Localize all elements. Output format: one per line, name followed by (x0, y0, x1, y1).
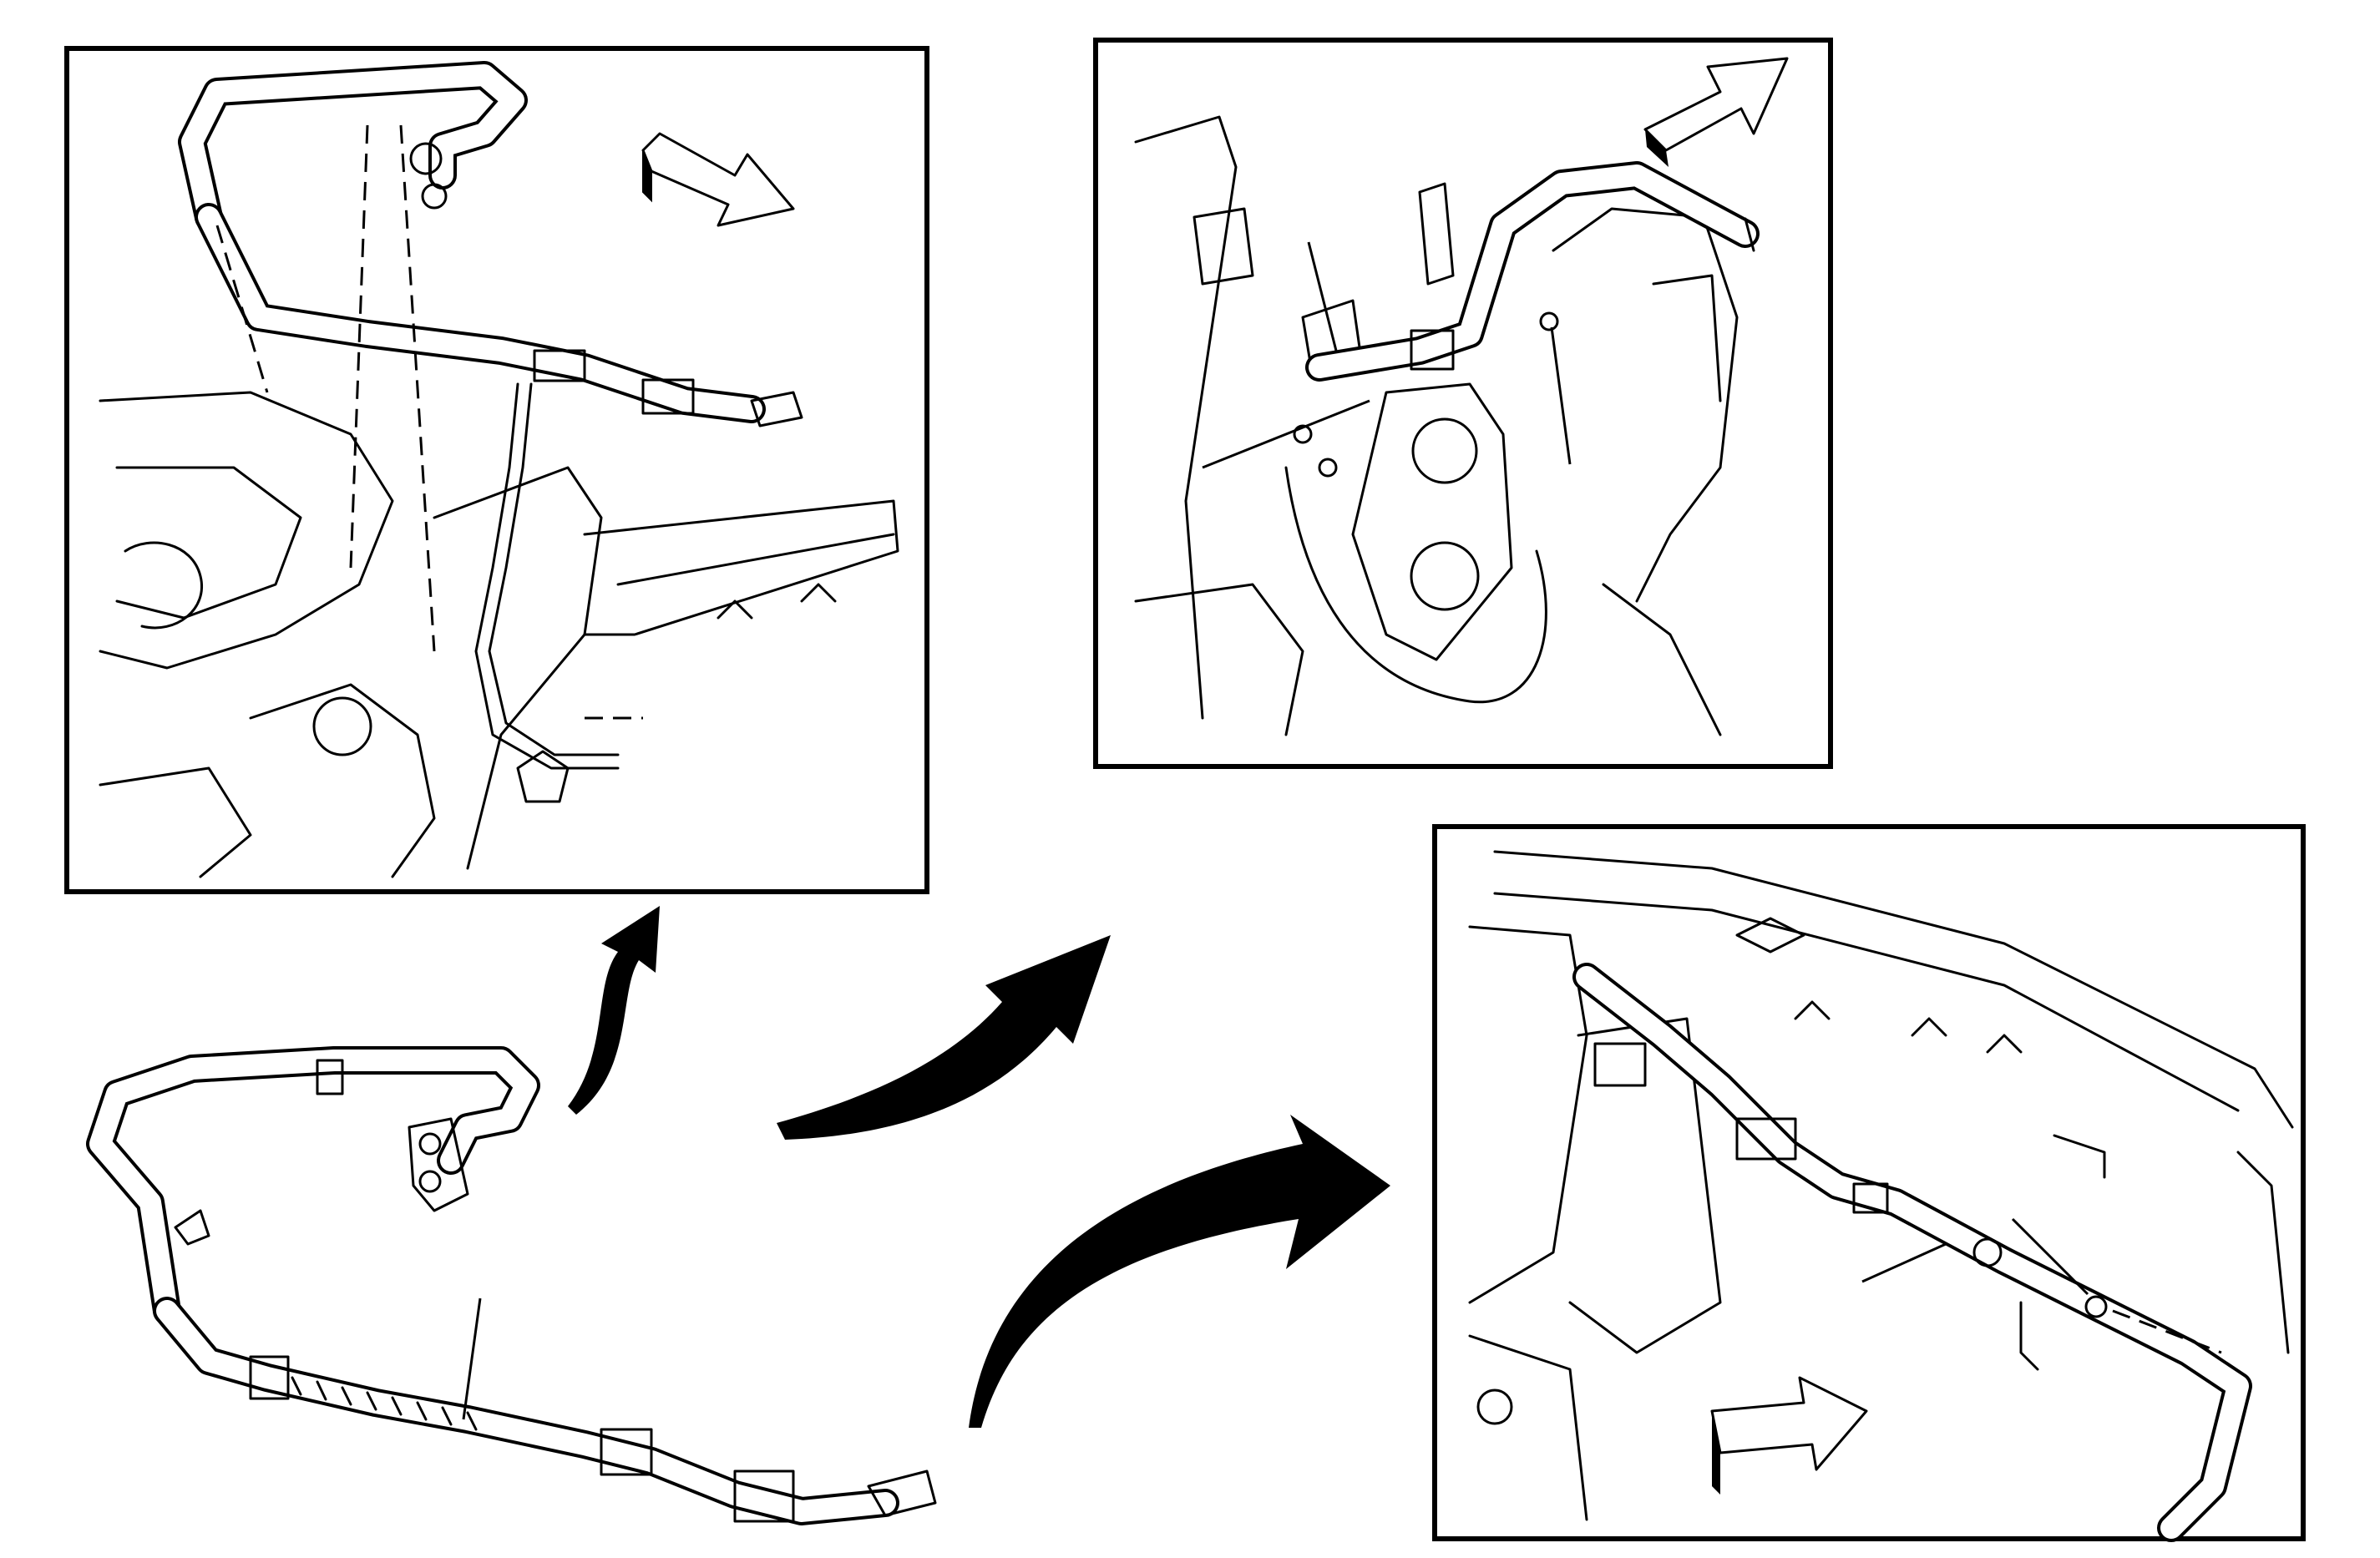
pressure-bracket-main (408, 1117, 469, 1212)
leader-4-upper (1307, 241, 1338, 352)
hose-muffler-bottom-right (1735, 1117, 1797, 1161)
alignment-line-3 (215, 225, 269, 393)
curved-arrow-to-top-middle (777, 935, 1111, 1140)
ac-hose-bottom-right (1572, 963, 2252, 1542)
ac-hose-top-left (178, 61, 803, 770)
curved-arrow-to-bottom-right (969, 1115, 1390, 1428)
direction-arrow-bottom-right (1710, 1376, 1868, 1495)
ac-hose-top-middle (1305, 161, 1760, 382)
leader-3 (1550, 326, 1572, 465)
fastener-top-middle (1539, 311, 1559, 331)
seal-bottom-right (2084, 1295, 2108, 1318)
hose-sleeve-main (249, 1355, 290, 1400)
body-structure-bottom-right (1468, 850, 2294, 1521)
direction-arrow-top-middle (1643, 57, 1789, 167)
direction-arrow-top-left (641, 132, 795, 227)
body-structure-top-middle (1134, 115, 1739, 736)
inset-frame-top-middle (1093, 38, 1833, 769)
body-structure-top-left (99, 391, 899, 878)
hose-muffler-top-left (641, 378, 695, 415)
alignment-line-5 (2112, 1309, 2222, 1354)
inset-panel-top-left (64, 46, 929, 894)
ac-hose-assembly-main (86, 1046, 937, 1525)
leader-2 (1861, 1242, 1947, 1283)
corrugated-section-main (291, 1376, 478, 1431)
inset-panel-top-middle (1093, 38, 1833, 769)
alignment-line-1 (349, 124, 369, 569)
hose-end-connector-main (867, 1469, 937, 1517)
leader-4-lower (1202, 399, 1370, 469)
inset-panel-bottom-right (1432, 824, 2306, 1542)
leader-1 (2011, 1217, 2089, 1296)
hose-muffler-main (600, 1428, 653, 1476)
alignment-line-2 (399, 124, 436, 652)
hose-fitting-main (733, 1469, 795, 1523)
o-ring-bottom-right (1972, 1237, 2003, 1267)
curved-arrow-to-top-left (568, 906, 660, 1115)
leader-5 (462, 1297, 482, 1420)
